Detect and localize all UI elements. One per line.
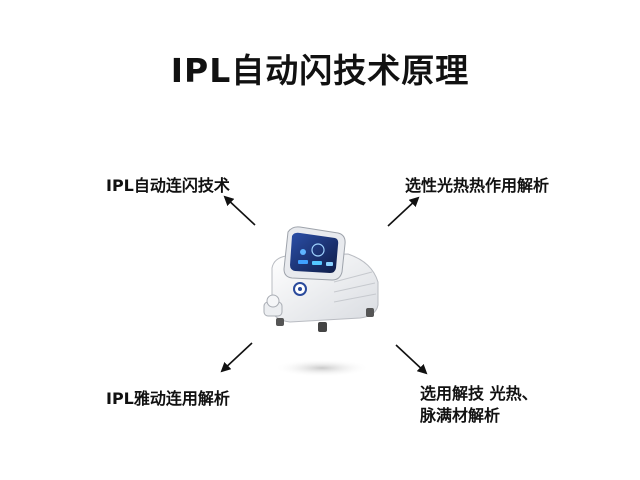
diagram-title: IPL自动闪技术原理 — [170, 51, 470, 90]
label-top-left: IPL自动连闪技术 — [106, 176, 230, 195]
arrow-bottom-right — [395, 344, 428, 375]
device-shadow — [274, 359, 370, 377]
label-bottom-right-line1: 选用解技 光热、 — [420, 384, 538, 403]
ipl-device-illustration — [263, 226, 379, 332]
label-top-right: 选性光热热作用解析 — [405, 176, 550, 195]
arrow-bottom-left — [220, 342, 253, 373]
arrow-top-left — [223, 195, 256, 226]
label-bottom-right-line2: 脉满材解析 — [420, 406, 501, 425]
label-bottom-right: 选用解技 光热、 脉满材解析 — [420, 383, 538, 427]
arrow-top-right — [387, 196, 420, 227]
label-bottom-left: IPL雅动连用解析 — [106, 389, 230, 408]
